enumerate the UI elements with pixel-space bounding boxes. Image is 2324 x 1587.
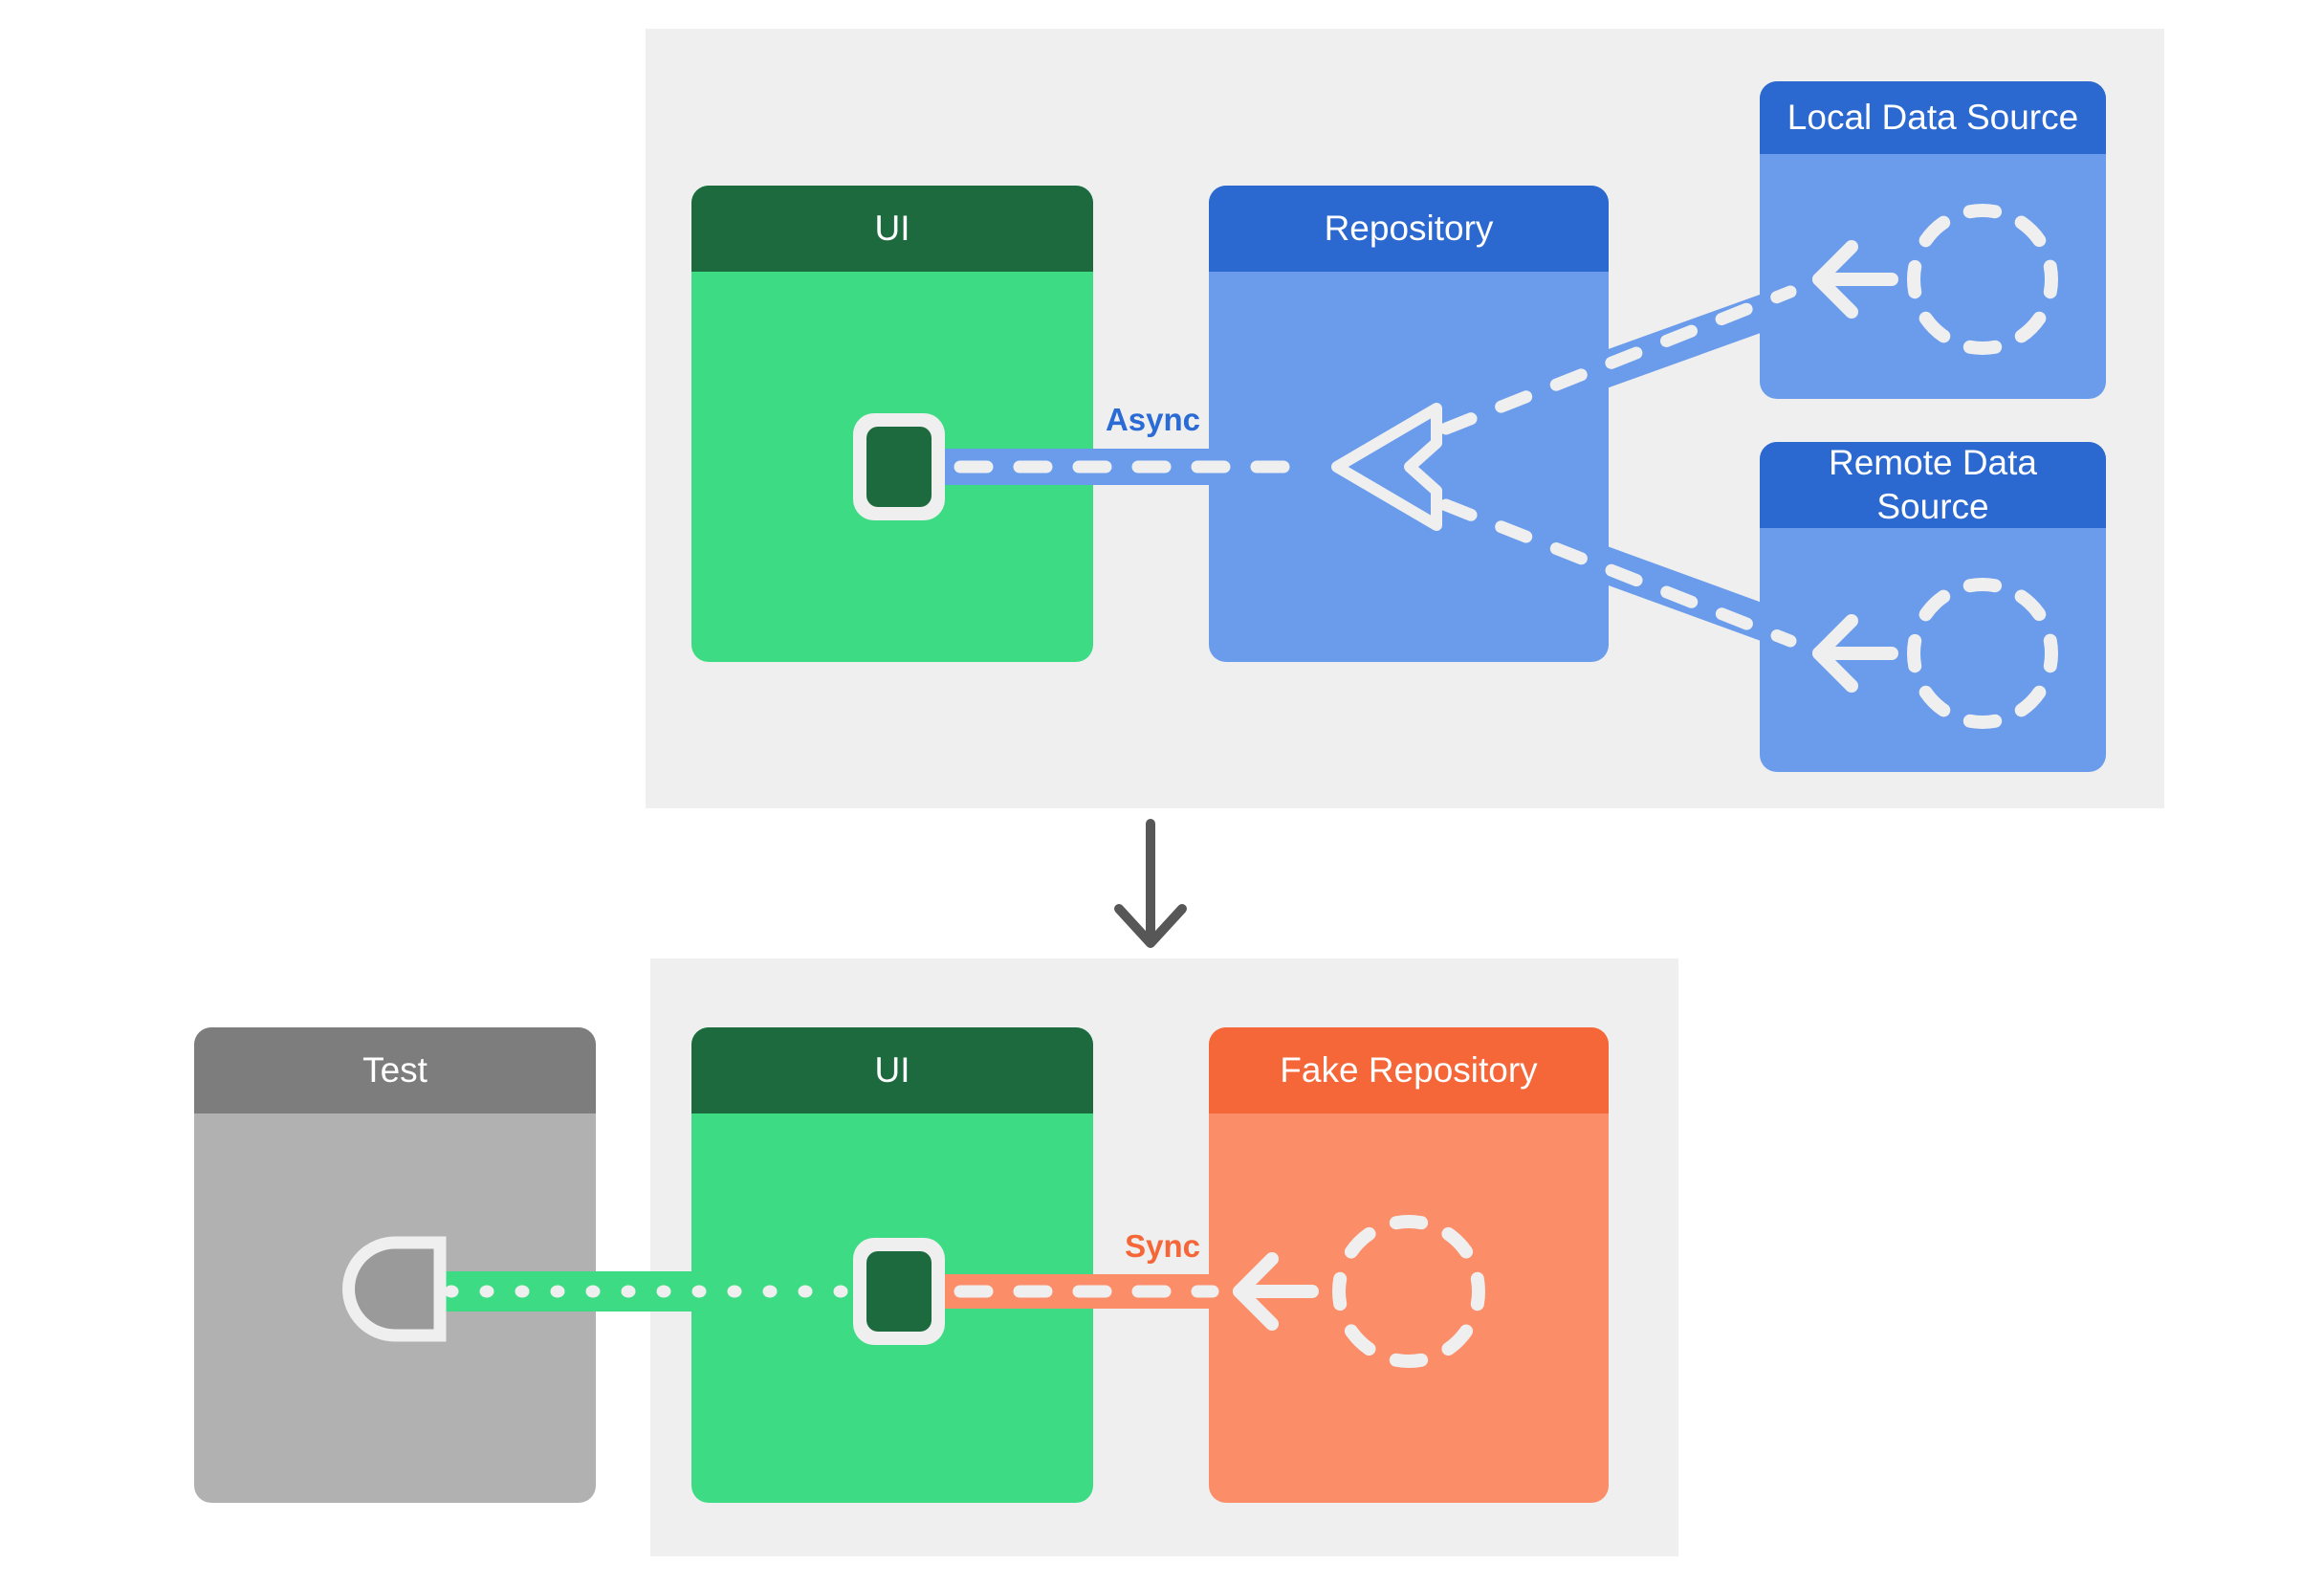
remote-data-source-header: Remote Data Source [1760, 442, 2106, 528]
fake-repository-header: Fake Repository [1209, 1027, 1609, 1113]
ui-box-header: UI [691, 186, 1093, 272]
remote-data-source-box: Remote Data Source [1760, 442, 2106, 772]
test-box-header: Test [194, 1027, 596, 1113]
fake-repository-box: Fake Repository [1209, 1027, 1609, 1503]
test-box: Test [194, 1027, 596, 1503]
repository-box-title: Repository [1324, 208, 1494, 248]
down-arrow-icon [1114, 819, 1187, 948]
async-connection-label: Async [1105, 402, 1200, 437]
ui-box-under-test: UI [691, 1027, 1093, 1503]
repository-box-header: Repository [1209, 186, 1609, 272]
fake-repository-title: Fake Repository [1280, 1049, 1538, 1090]
ui-box-under-test-title: UI [874, 1049, 910, 1090]
test-box-title: Test [362, 1049, 428, 1090]
sync-connection-label: Sync [1125, 1228, 1200, 1264]
repository-box: Repository [1209, 186, 1609, 662]
ui-box-title: UI [874, 208, 910, 248]
remote-data-source-title: Remote Data Source [1829, 442, 2037, 526]
local-data-source-box: Local Data Source [1760, 81, 2106, 399]
ui-box-under-test-header: UI [691, 1027, 1093, 1113]
local-data-source-title: Local Data Source [1787, 97, 2079, 137]
ui-box: UI [691, 186, 1093, 662]
local-data-source-header: Local Data Source [1760, 81, 2106, 154]
